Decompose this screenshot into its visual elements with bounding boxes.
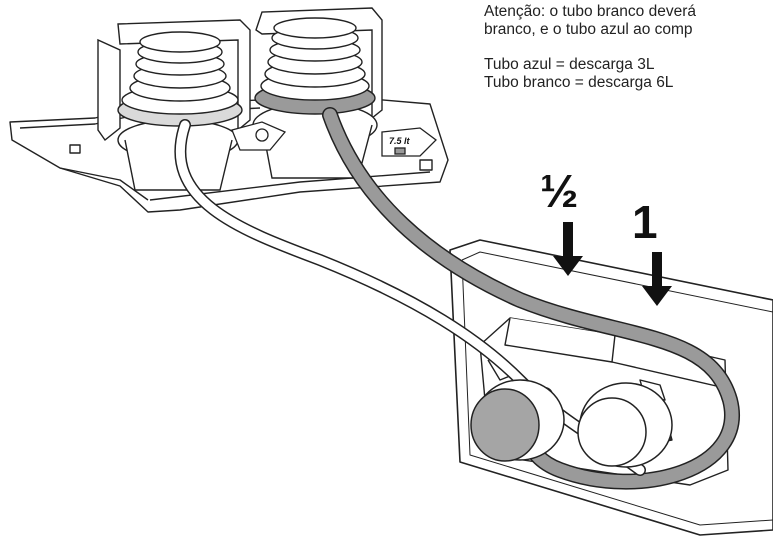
valve-tag-label: 7.5 lt — [389, 136, 410, 146]
valve-clip — [231, 121, 287, 151]
notice-line-1: Atenção: o tubo branco deverá — [484, 3, 696, 20]
white-tube — [174, 119, 646, 476]
half-flush-label: ½ — [540, 165, 579, 217]
blue-tube-legend: Tubo azul = descarga 3L — [484, 56, 655, 73]
valve-tag — [381, 127, 437, 157]
full-flush-arrow — [642, 252, 672, 306]
full-flush-label: 1 — [632, 196, 658, 248]
left-button-cap — [470, 379, 565, 462]
instruction-text: Atenção: o tubo branco deverá branco, e … — [484, 3, 773, 92]
notice-line-2: branco, e o tubo azul ao comp — [484, 21, 693, 38]
right-button-cap — [577, 382, 673, 468]
white-tube-legend: Tubo branco = descarga 6L — [484, 74, 674, 91]
blue-tube — [322, 107, 740, 490]
right-valve — [252, 7, 383, 179]
half-flush-arrow — [553, 222, 583, 276]
